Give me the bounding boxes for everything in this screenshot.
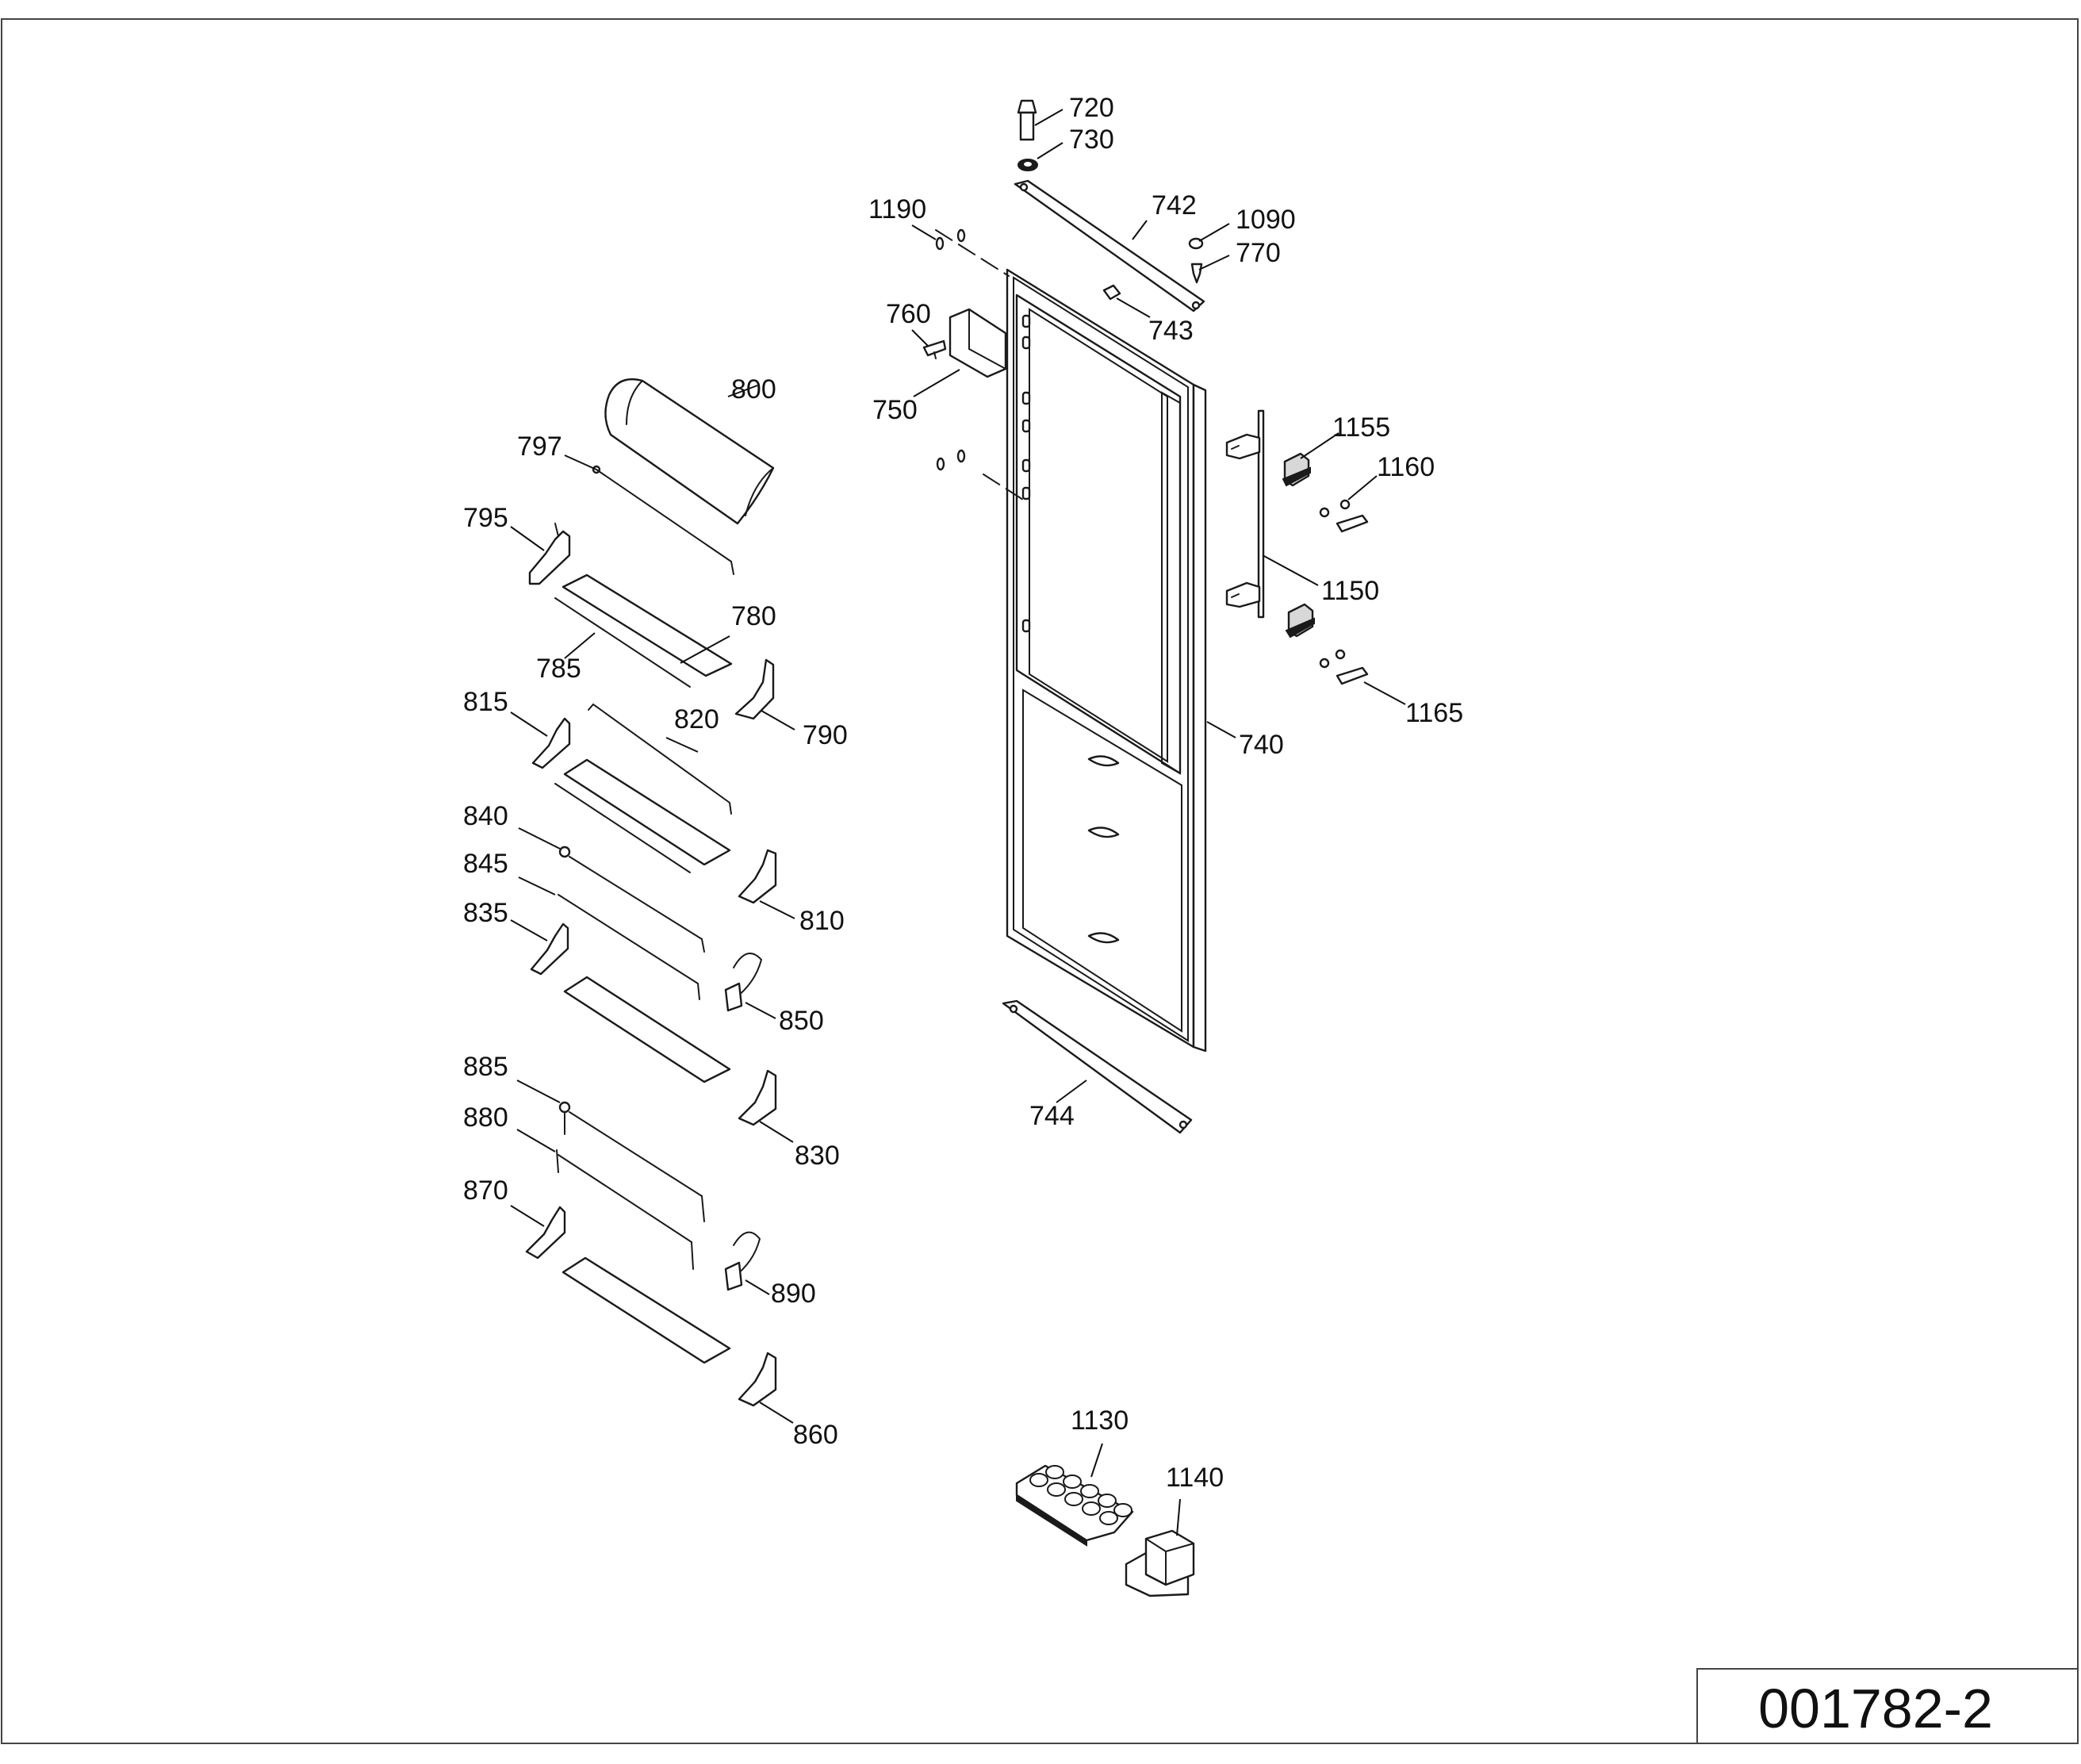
door-upper-inner xyxy=(1029,308,1168,763)
callout-label: 800 xyxy=(731,374,776,405)
bracket-860 xyxy=(738,1352,777,1407)
bracket-830 xyxy=(738,1069,777,1126)
top-trim-strip xyxy=(1014,179,1205,313)
callout-label: 1140 xyxy=(1166,1463,1224,1493)
shelf-820 xyxy=(563,758,731,866)
bracket-870 xyxy=(525,1206,566,1260)
callout-label: 1155 xyxy=(1332,412,1390,443)
door-lower-panel xyxy=(1022,688,1182,1033)
callout-label: 860 xyxy=(793,1420,838,1450)
bracket-835 xyxy=(530,922,569,976)
door-dent-2 xyxy=(1087,826,1120,838)
handle-cap-lower xyxy=(1336,666,1369,685)
shelf-860 xyxy=(561,1256,731,1364)
callout-label: 760 xyxy=(886,299,931,329)
callout-label: 840 xyxy=(463,801,508,831)
callout-label: 880 xyxy=(463,1102,508,1133)
callout-label: 780 xyxy=(731,601,776,631)
bottom-trim-strip xyxy=(1002,999,1193,1134)
pin-1190-b xyxy=(956,228,966,243)
callout-label: 1190 xyxy=(868,194,926,224)
rod-880 xyxy=(556,1149,694,1270)
holder-890 xyxy=(724,1231,761,1291)
callout-label: 742 xyxy=(1152,190,1197,220)
callout-label: 750 xyxy=(872,395,918,425)
callout-label: 835 xyxy=(463,898,508,928)
callout-label: 785 xyxy=(536,654,581,684)
door-handle xyxy=(1225,409,1265,619)
pin-1190-a xyxy=(935,236,945,251)
bracket-795 xyxy=(528,530,571,585)
callout-label: 815 xyxy=(463,687,508,717)
callouts: 720 730 742 1190 1090 770 743 760 750 80… xyxy=(463,93,1463,1536)
callout-label: 1160 xyxy=(1377,452,1435,482)
door-hinge-holes xyxy=(1021,314,1031,633)
egg-tray xyxy=(1015,1464,1134,1547)
callout-label: 890 xyxy=(771,1279,816,1309)
callout-label: 1165 xyxy=(1405,698,1463,728)
hinge-pin xyxy=(1017,99,1037,141)
holder-850 xyxy=(724,953,763,1012)
callout-label: 744 xyxy=(1029,1101,1075,1131)
door-right-rail xyxy=(1161,391,1181,775)
door-dent-1 xyxy=(1087,755,1120,767)
callout-label: 740 xyxy=(1239,730,1284,760)
callout-label: 797 xyxy=(517,431,562,462)
door-assembly xyxy=(935,229,1207,1053)
callout-label: 850 xyxy=(779,1006,824,1036)
drawing-frame xyxy=(1,18,2079,1744)
callout-label: 1090 xyxy=(1236,205,1296,235)
callout-label: 820 xyxy=(674,704,719,734)
drawing-code: 001782-2 xyxy=(1758,1678,1993,1739)
callout-label: 870 xyxy=(463,1175,508,1206)
callout-label: 720 xyxy=(1069,93,1114,123)
callout-label: 885 xyxy=(463,1052,508,1082)
ice-holder xyxy=(1125,1529,1195,1597)
shelf-830 xyxy=(563,976,731,1083)
bracket-815 xyxy=(531,717,571,769)
door-dent-3 xyxy=(1087,932,1120,944)
rod-885 xyxy=(558,1101,705,1222)
top-clip xyxy=(1102,284,1121,301)
callout-label: 795 xyxy=(463,503,508,533)
door-gasket xyxy=(1013,276,1189,1042)
callout-label: 1130 xyxy=(1071,1405,1129,1436)
callout-label: 810 xyxy=(799,906,845,936)
dairy-compartment-cover xyxy=(604,378,775,525)
handle-cap-upper xyxy=(1336,514,1369,533)
callout-label: 743 xyxy=(1148,316,1194,346)
bracket-790 xyxy=(734,658,775,720)
callout-label: 790 xyxy=(803,720,848,750)
screw-770 xyxy=(1190,263,1203,284)
bracket-810 xyxy=(738,849,777,904)
hinge-cover xyxy=(949,308,1007,378)
shelf-780 xyxy=(561,573,733,677)
title-block-box xyxy=(1696,1668,2079,1744)
callout-label: 1150 xyxy=(1321,576,1379,606)
title-block: 001782-2 xyxy=(1696,1668,2079,1744)
rod-845 xyxy=(558,894,700,1000)
screw-760 xyxy=(922,339,947,357)
rod-840 xyxy=(558,846,705,953)
callout-label: 770 xyxy=(1236,238,1281,268)
callout-label: 730 xyxy=(1069,125,1114,155)
callout-label: 845 xyxy=(463,849,508,879)
rod-820 xyxy=(588,704,732,815)
door-edge xyxy=(1192,383,1207,1053)
callout-label: 830 xyxy=(795,1141,840,1171)
